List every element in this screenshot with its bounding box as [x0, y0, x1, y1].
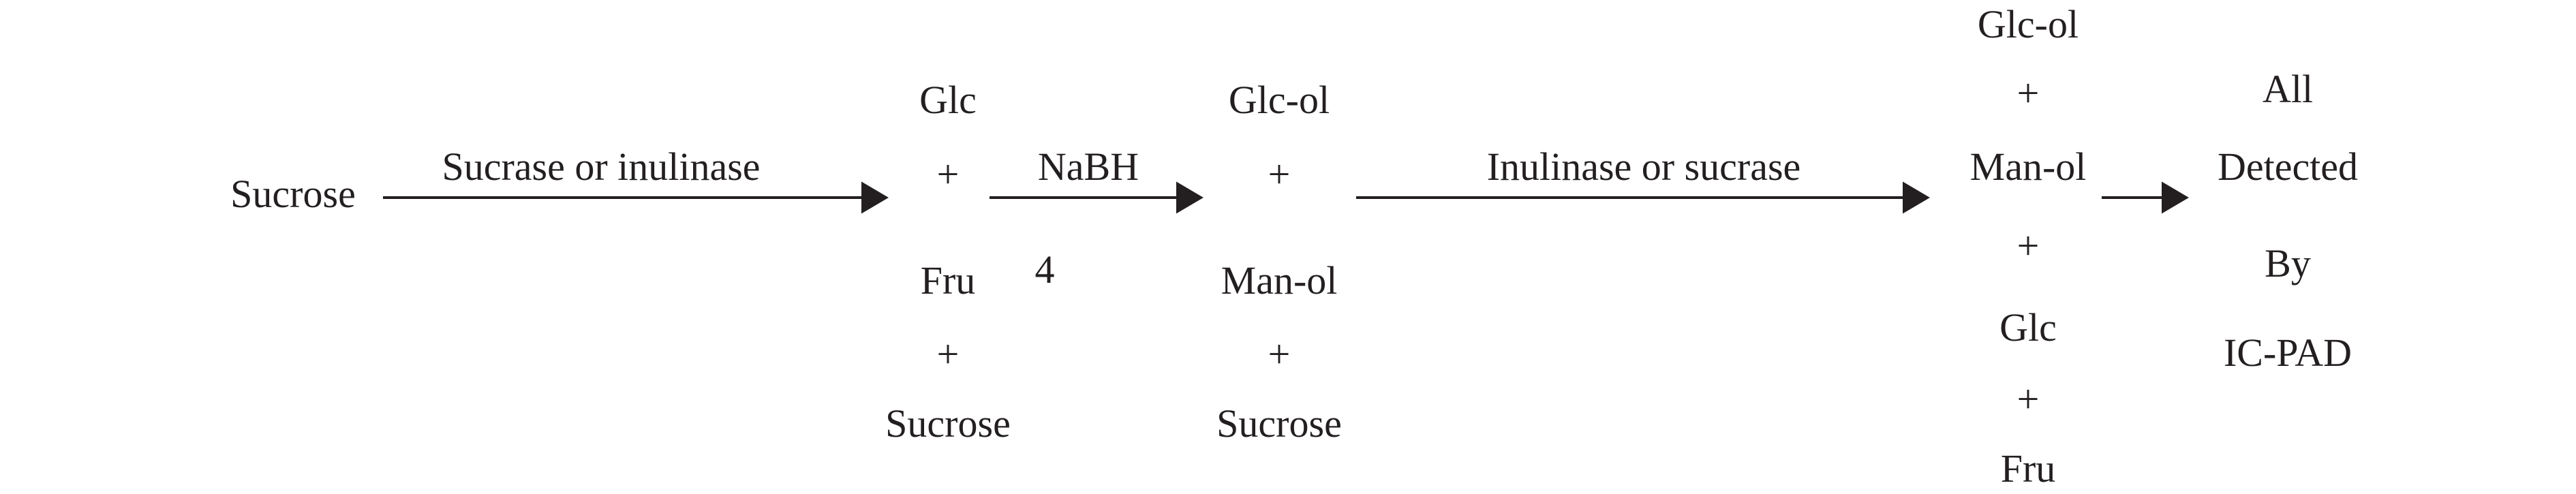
step1-enzyme-label: Sucrase or inulinase	[442, 144, 761, 189]
step2-product-1: Glc-ol	[1228, 78, 1330, 122]
final-line-2: Detected	[2217, 144, 2359, 189]
step3-product-2: Man-ol	[1969, 144, 2087, 189]
final-line-1: All	[2262, 67, 2314, 111]
step3-product-3: Glc	[1999, 305, 2057, 350]
step3-plus-3: +	[2017, 377, 2040, 421]
step3-plus-1: +	[2017, 71, 2040, 115]
step1-plus-1: +	[936, 152, 960, 196]
arrowhead-step3	[1903, 181, 1930, 214]
step1-product-1: Glc	[919, 78, 977, 122]
step2-product-3: Sucrose	[1216, 401, 1342, 446]
final-line-3: By	[2265, 241, 2311, 285]
step3-product-4: Fru	[2000, 446, 2056, 491]
arrowhead-step4	[2162, 181, 2189, 214]
arrowhead-step2	[1176, 181, 1203, 214]
step2-reagent-label: NaBH	[1037, 144, 1139, 189]
arrowhead-step1	[861, 181, 889, 214]
step2-plus-1: +	[1268, 152, 1291, 196]
start-compound: Sucrose	[230, 172, 356, 216]
step2-plus-2: +	[1268, 332, 1291, 376]
step1-plus-2: +	[936, 332, 960, 376]
final-line-4: IC-PAD	[2223, 330, 2352, 375]
step1-product-3: Sucrose	[885, 401, 1011, 446]
step3-enzyme-label: Inulinase or sucrase	[1486, 144, 1801, 189]
step2-product-2: Man-ol	[1221, 258, 1338, 303]
step3-plus-2: +	[2017, 223, 2040, 268]
step3-product-1: Glc-ol	[1977, 2, 2079, 46]
step2-reagent-subscript: 4	[1034, 247, 1055, 292]
step1-product-2: Fru	[920, 258, 976, 303]
